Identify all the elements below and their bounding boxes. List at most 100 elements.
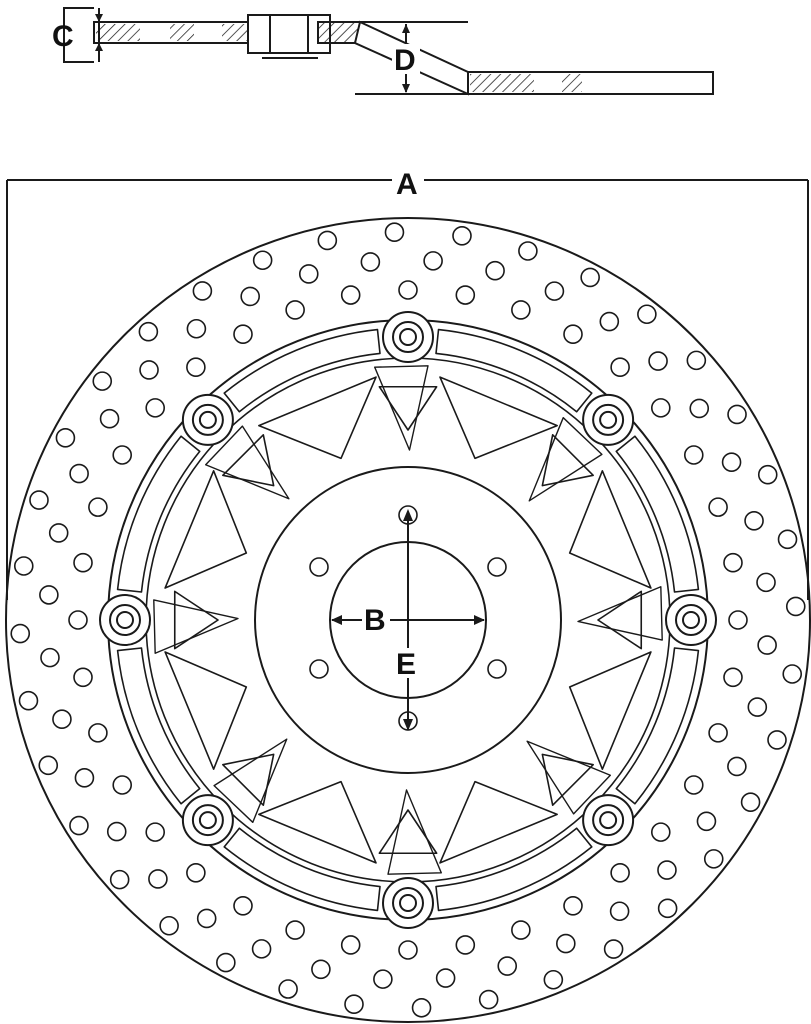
float-button-core: [599, 410, 618, 429]
spoke-triangle: [541, 753, 594, 806]
drill-hole: [650, 398, 671, 418]
drill-hole: [782, 664, 803, 684]
drill-hole: [757, 464, 778, 485]
outer-slot: [223, 328, 381, 413]
drill-hole: [138, 321, 159, 342]
drill-hole: [518, 241, 538, 261]
spoke-window: [577, 586, 663, 641]
label-d: D: [394, 44, 416, 77]
drill-hole: [373, 969, 393, 989]
drill-hole: [311, 959, 331, 980]
c-arrow-head: [95, 14, 103, 22]
drill-hole: [785, 596, 806, 617]
drill-hole: [186, 862, 206, 883]
d-arrow-head: [402, 84, 410, 93]
drill-hole: [139, 360, 159, 380]
b-arrow-head: [474, 615, 485, 625]
outer-slot: [435, 328, 593, 413]
drill-hole: [29, 490, 49, 510]
float-button-core: [116, 611, 134, 629]
drill-hole: [112, 445, 133, 465]
drill-hole: [340, 935, 361, 955]
drill-hole: [159, 915, 179, 936]
c-dimension-bracket: [63, 7, 94, 63]
b-arrow-head: [331, 615, 342, 625]
spoke-window: [568, 470, 652, 589]
spoke-window: [153, 599, 239, 654]
spoke-window: [213, 738, 288, 824]
cross-drilled-holes: [10, 222, 806, 1018]
drill-hole: [747, 697, 768, 717]
spoke-window: [164, 651, 248, 770]
spoke-triangle: [378, 385, 438, 431]
drill-hole: [99, 408, 120, 429]
outer-slot: [615, 435, 700, 593]
outer-slot: [223, 827, 381, 912]
drill-hole: [599, 311, 620, 332]
drill-hole: [683, 775, 704, 795]
drill-hole: [186, 357, 206, 378]
outer-slot: [435, 827, 593, 912]
c-arrow-head: [95, 43, 103, 51]
front-disc-view: A B E: [5, 164, 811, 1023]
drill-hole: [92, 371, 113, 391]
drill-hole: [511, 300, 531, 320]
drill-hole: [186, 318, 207, 339]
outer-slot: [615, 647, 700, 805]
outer-ring-section: [317, 21, 361, 44]
hatch-block: [96, 24, 140, 41]
drill-hole: [52, 709, 72, 730]
drill-hole: [740, 792, 761, 812]
drill-hole: [637, 304, 657, 325]
hatch-block: [170, 24, 194, 41]
float-button-core: [599, 811, 618, 830]
b-label-backdrop: [362, 601, 390, 631]
outer-slot: [116, 647, 201, 805]
drill-hole: [69, 815, 89, 836]
drill-hole: [683, 445, 704, 465]
drill-hole: [657, 898, 678, 919]
drill-hole: [580, 267, 600, 288]
drill-hole: [609, 901, 630, 922]
e-label-backdrop: [394, 648, 422, 678]
drill-hole: [10, 623, 31, 644]
label-c: C: [52, 20, 74, 53]
drill-hole: [777, 529, 798, 550]
drill-hole: [603, 939, 624, 959]
spoke-triangle: [173, 590, 219, 650]
a-label-backdrop: [392, 164, 424, 196]
outer-slot: [116, 435, 201, 593]
drill-hole: [69, 463, 89, 484]
drill-hole: [543, 969, 564, 990]
drill-hole: [40, 647, 60, 668]
spoke-triangle: [222, 434, 275, 487]
drill-hole: [298, 264, 319, 284]
drill-hole: [686, 350, 707, 371]
drill-hole: [657, 860, 677, 880]
drill-hole: [112, 775, 133, 795]
drill-hole: [73, 552, 93, 573]
drill-hole: [196, 908, 217, 929]
drill-hole: [708, 497, 728, 517]
drill-hole: [452, 225, 472, 246]
drill-hole: [703, 849, 724, 869]
drill-hole: [285, 300, 305, 320]
drill-hole: [252, 250, 273, 271]
drill-hole: [344, 994, 364, 1015]
drill-hole: [648, 351, 668, 371]
float-buttons: [99, 311, 717, 929]
hub-disc: [254, 466, 562, 774]
drill-hole: [497, 956, 518, 976]
hub-bolt-hole: [309, 659, 329, 679]
drill-hole: [39, 585, 59, 605]
drill-hole: [563, 324, 583, 345]
drill-hole: [148, 869, 168, 889]
drill-hole: [478, 989, 499, 1010]
drill-hole: [216, 952, 236, 973]
drill-hole: [563, 895, 583, 916]
drill-hole: [485, 260, 505, 281]
drill-hole: [48, 523, 69, 543]
drill-hole: [233, 895, 253, 916]
drill-hole: [689, 398, 710, 419]
float-button-core: [399, 328, 417, 346]
